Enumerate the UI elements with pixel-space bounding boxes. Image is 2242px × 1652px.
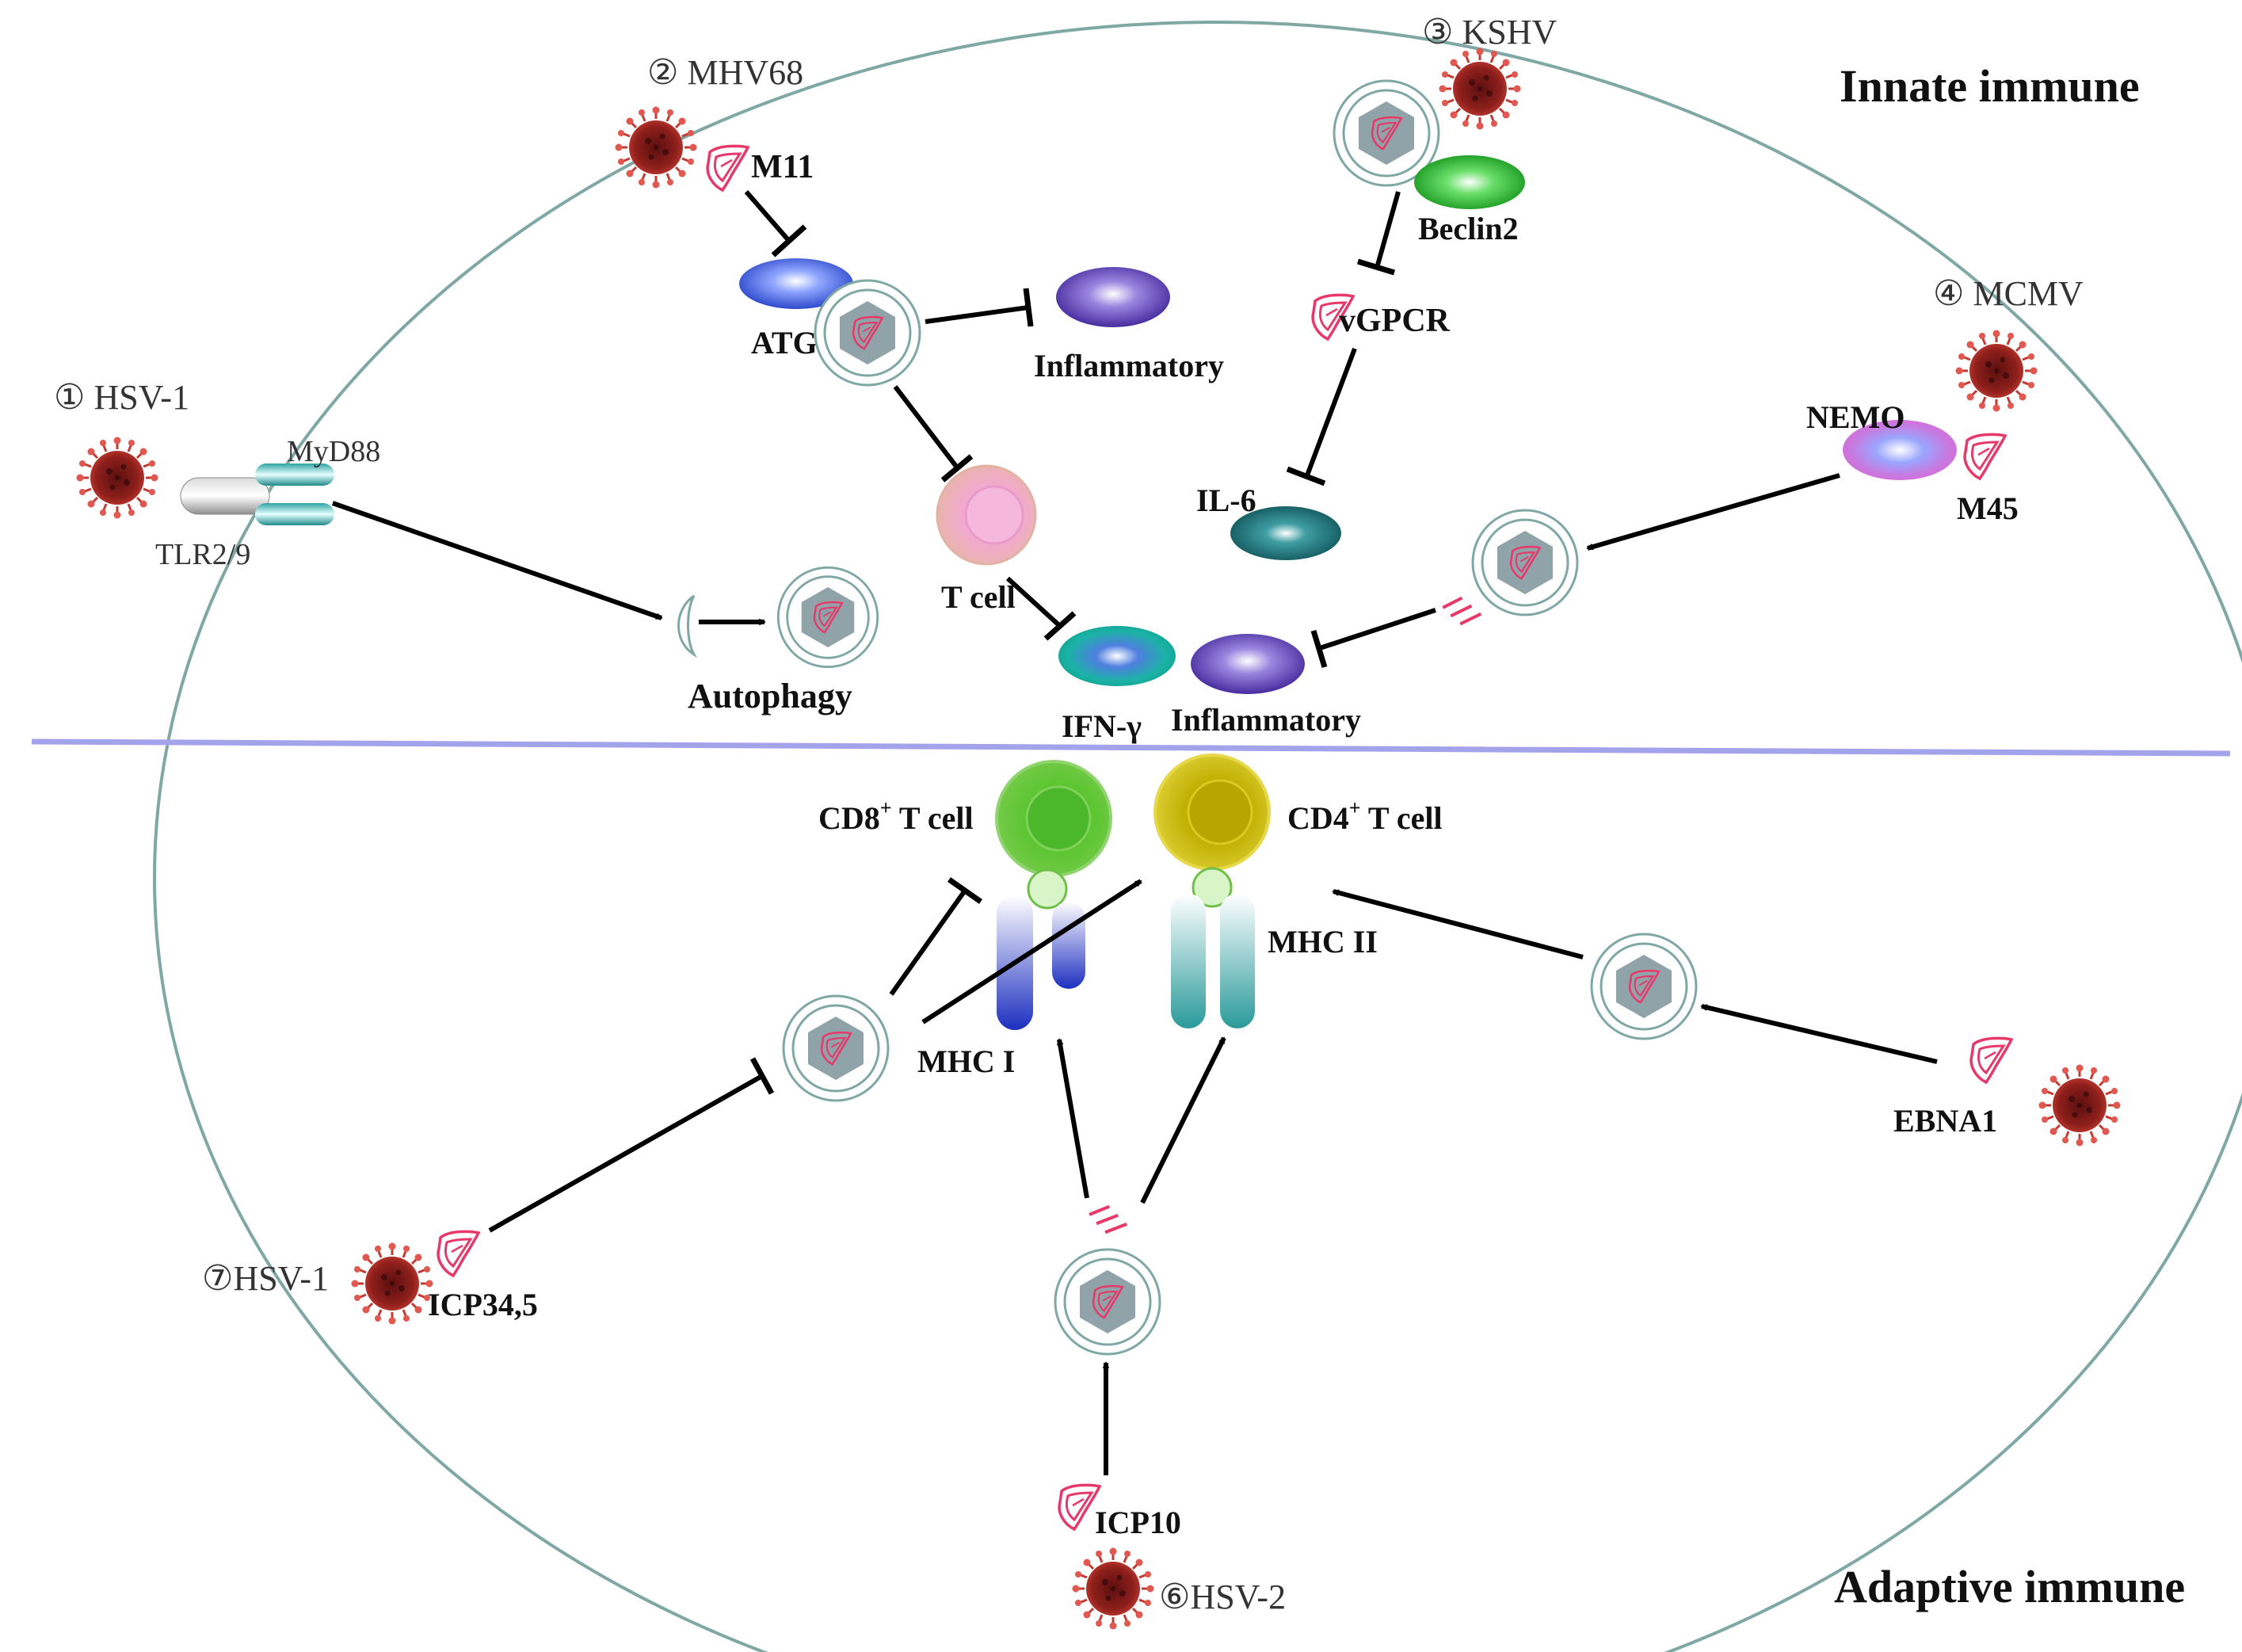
- tcell-label: T cell: [941, 579, 1016, 615]
- cd4-tcr: [1192, 867, 1233, 908]
- cd4-t-cell-label: CD4+ T cell: [1287, 796, 1443, 836]
- inhibit-inflammatory-bar: [1023, 288, 1034, 327]
- atg-molecule: [739, 258, 853, 309]
- virus-4-label: ④ MCMV: [1933, 274, 2084, 313]
- virus-7-label: ⑦HSV-1: [202, 1259, 329, 1298]
- atg-vesicle: [815, 280, 920, 385]
- peptide-fragments-top: [1439, 593, 1484, 628]
- cd4-t-cell-nucleus: [1187, 779, 1253, 845]
- t-cell-nucleus: [964, 485, 1024, 545]
- il6-label: IL-6: [1196, 483, 1256, 518]
- inhibit-tcell-bar: [940, 454, 974, 483]
- adaptive-immune-title: Adaptive immune: [1834, 1561, 2185, 1612]
- mhc-i-label: MHC I: [917, 1043, 1015, 1079]
- vgpcr-label: vGPCR: [1339, 303, 1451, 339]
- inhibit-mhc-i-vesicle-bar: [749, 1057, 775, 1095]
- icp10-protein-icon: [1058, 1483, 1101, 1531]
- inhibit-cd8-bar: [947, 877, 983, 904]
- ebna1-label: EBNA1: [1893, 1103, 1997, 1139]
- inflammatory-molecule-top: [1056, 267, 1170, 327]
- autophagy-label: Autophagy: [688, 677, 852, 715]
- virus-3-kshv-icon: [1438, 47, 1522, 131]
- peptide-fragments-bottom: [1087, 1203, 1129, 1235]
- ebna1-protein-icon: [1969, 1036, 2013, 1084]
- tlr29-label: TLR2/9: [155, 538, 250, 571]
- virus-5-ebna1-icon: [2038, 1063, 2122, 1147]
- virus-1-hsv1-icon: [75, 436, 159, 520]
- mhc-i-vesicle: [784, 996, 888, 1101]
- m11-label: M11: [751, 149, 814, 185]
- ifn-gamma-label: IFN-γ: [1062, 708, 1142, 744]
- virus-2-label: ② MHV68: [647, 53, 803, 92]
- innate-adaptive-divider: [31, 738, 2231, 757]
- inhibit-inflammatory-mid-bar: [1310, 629, 1328, 669]
- nemo-vesicle: [1473, 510, 1577, 615]
- inhibit-icp345-to-vesicle: [488, 1074, 764, 1233]
- icp345-label: ICP34,5: [428, 1287, 538, 1322]
- cd8-t-cell-label: CD8+ T cell: [818, 796, 974, 836]
- beclin2-label: Beclin2: [1418, 211, 1519, 246]
- inhibit-vesicle-to-inflammatory: [925, 305, 1029, 324]
- tlr29-receptor: [180, 477, 270, 515]
- icp345-protein-icon: [437, 1230, 480, 1277]
- ebna1-vesicle: [1592, 934, 1696, 1039]
- mhc-ii-label: MHC II: [1268, 924, 1378, 960]
- arrow-nemo-to-vesicle: [1588, 473, 1840, 551]
- atg-label: ATG: [751, 325, 818, 361]
- arrow-vesicle-to-cd4: [921, 879, 1141, 1024]
- inhibit-vgpcr-to-il6: [1305, 347, 1357, 477]
- virus-1-label: ① HSV-1: [54, 378, 189, 417]
- cd8-t-cell-nucleus: [1025, 785, 1092, 852]
- icp10-label: ICP10: [1095, 1505, 1181, 1540]
- inflammatory-molecule-mid: [1191, 634, 1305, 694]
- virus-4-mcmv-icon: [1954, 329, 2038, 413]
- nemo-molecule: [1843, 420, 1957, 480]
- ifn-gamma-molecule: [1058, 626, 1176, 686]
- virus-6-hsv2-icon: [1071, 1547, 1155, 1631]
- arrow-myd88-to-phagophore: [332, 501, 662, 620]
- inhibit-vesicle-to-cd8: [889, 889, 967, 996]
- myd88-lower: [255, 503, 334, 525]
- inhibit-vesicle-to-tcell: [893, 385, 959, 469]
- nemo-label: NEMO: [1806, 399, 1905, 435]
- mhc-i-right-chain: [1052, 902, 1085, 989]
- m11-protein-icon: [706, 144, 749, 192]
- mhc-ii-right-chain: [1220, 894, 1255, 1028]
- inflammatory-top-label: Inflammatory: [1034, 348, 1224, 383]
- virus-2-mhv68-icon: [614, 105, 698, 189]
- phagophore-crescent-icon: [677, 594, 698, 658]
- myd88-upper: [255, 464, 334, 486]
- arrow-fragments-to-mhc-i: [1059, 1040, 1089, 1199]
- cd8-tcr: [1027, 868, 1068, 910]
- icp10-vesicle: [1055, 1249, 1160, 1354]
- beclin2-molecule: [1414, 155, 1525, 209]
- virus-6-label: ⑥HSV-2: [1159, 1578, 1286, 1616]
- inhibit-fragments-to-inflammatory: [1319, 608, 1436, 650]
- arrow-ebna1-to-vesicle: [1702, 1004, 1938, 1064]
- inhibit-tcell-to-ifng: [1005, 576, 1064, 630]
- myd88-label: MyD88: [287, 435, 380, 468]
- m45-label: M45: [1957, 490, 2019, 526]
- inhibit-ifng-bar: [1043, 611, 1077, 641]
- inhibit-m11-to-atg: [744, 190, 791, 242]
- mhc-ii-left-chain: [1171, 894, 1206, 1028]
- m45-protein-icon: [1963, 433, 2007, 480]
- inhibit-vgpcr-bar: [1356, 258, 1396, 276]
- arrow-fragments-to-mhc-ii: [1140, 1038, 1226, 1204]
- il6-molecule: [1230, 506, 1341, 560]
- inflammatory-mid-label: Inflammatory: [1171, 702, 1361, 738]
- arrow-vesicle-to-mhc-ii: [1333, 889, 1584, 960]
- cell-membrane: [153, 21, 2242, 1652]
- innate-immune-title: Innate immune: [1840, 60, 2140, 112]
- autophagosome-vesicle: [778, 567, 877, 666]
- virus-7-hsv1-icon: [350, 1242, 434, 1326]
- inhibit-m11-bar: [771, 224, 807, 258]
- virus-3-label: ③ KSHV: [1422, 13, 1557, 52]
- inhibit-il6-bar: [1286, 466, 1326, 486]
- inhibit-beclin2-to-vgpcr: [1375, 191, 1401, 269]
